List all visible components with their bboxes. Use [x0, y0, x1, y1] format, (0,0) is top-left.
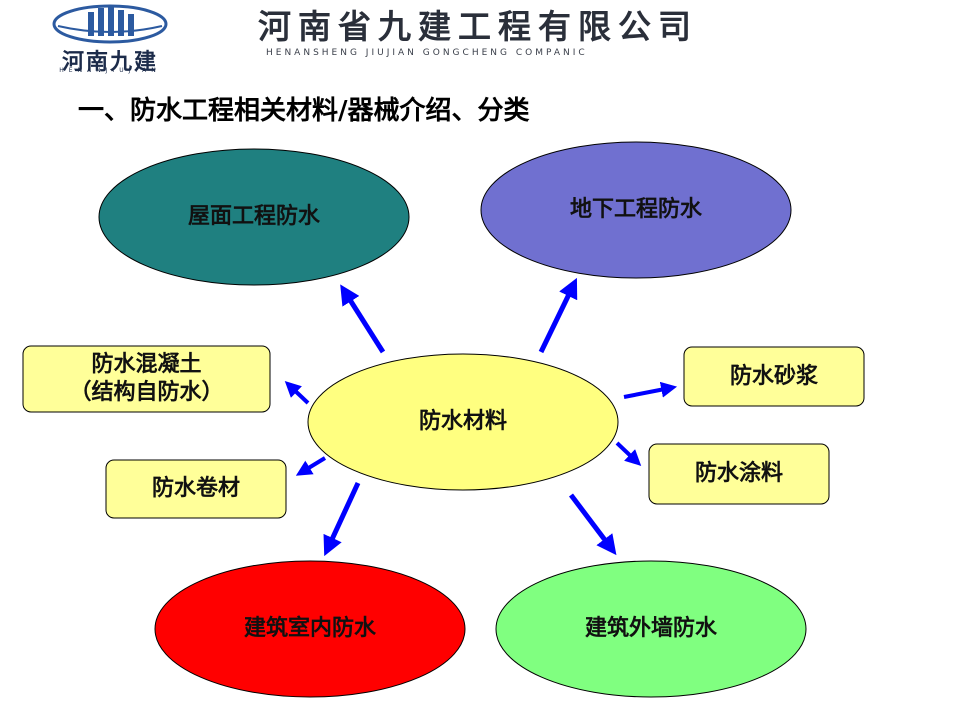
company-logo: 河南九建 HENANJIUJIAN [10, 4, 210, 75]
logo-text: 河南九建 [61, 50, 158, 75]
node-indoor-shape [154, 560, 466, 698]
node-exterior-wall-label: 建筑外墙防水 [584, 616, 717, 641]
node-roof-shape [98, 148, 410, 286]
node-coating-label: 防水涂料 [694, 461, 783, 486]
node-exterior-wall-shape [495, 560, 807, 698]
node-membrane-label: 防水卷材 [151, 476, 240, 501]
arrow-to-exterior-wall [569, 493, 617, 556]
node-membrane-shape [105, 459, 287, 519]
arrow-to-mortar [623, 381, 678, 399]
node-concrete-shape [22, 345, 271, 413]
logo-subtext: HENANJIUJIAN [59, 67, 161, 74]
page-header: 河南九建 HENANJIUJIAN 河南省九建工程有限公司 HENANSHENG… [0, 0, 960, 75]
company-name-block: 河南省九建工程有限公司 HENANSHENG JIUJIAN GONGCHENG… [258, 7, 958, 59]
node-concrete-label: 防水混凝土 （结构自防水） [23, 346, 270, 412]
company-name: 河南省九建工程有限公司 [258, 7, 698, 46]
node-center-label: 防水材料 [418, 409, 507, 434]
node-coating-shape [648, 443, 830, 505]
arrow-to-indoor [323, 481, 361, 557]
page-title: 一、防水工程相关材料/器械介绍、分类 [78, 96, 530, 126]
node-indoor-label: 建筑室内防水 [243, 616, 376, 641]
diagram-arrows [284, 277, 678, 557]
arrow-to-roof [340, 284, 386, 354]
arrow-to-membrane [295, 456, 327, 476]
node-roof-label: 屋面工程防水 [187, 204, 320, 229]
node-concrete-line1: 防水混凝土 [91, 352, 202, 377]
node-mortar-label: 防水砂浆 [729, 363, 818, 389]
node-mortar-shape [683, 346, 865, 407]
node-underground-label: 地下工程防水 [569, 197, 702, 222]
logo-emblem-icon [52, 4, 168, 44]
arrow-to-underground [538, 277, 578, 354]
node-underground-shape [480, 141, 792, 279]
node-concrete-line2: （结构自防水） [69, 380, 224, 405]
arrow-to-concrete [284, 381, 310, 405]
arrow-to-coating [615, 441, 642, 466]
node-center-shape [307, 353, 619, 491]
company-name-en: HENANSHENG JIUJIAN GONGCHENG COMPANIC [266, 48, 588, 58]
